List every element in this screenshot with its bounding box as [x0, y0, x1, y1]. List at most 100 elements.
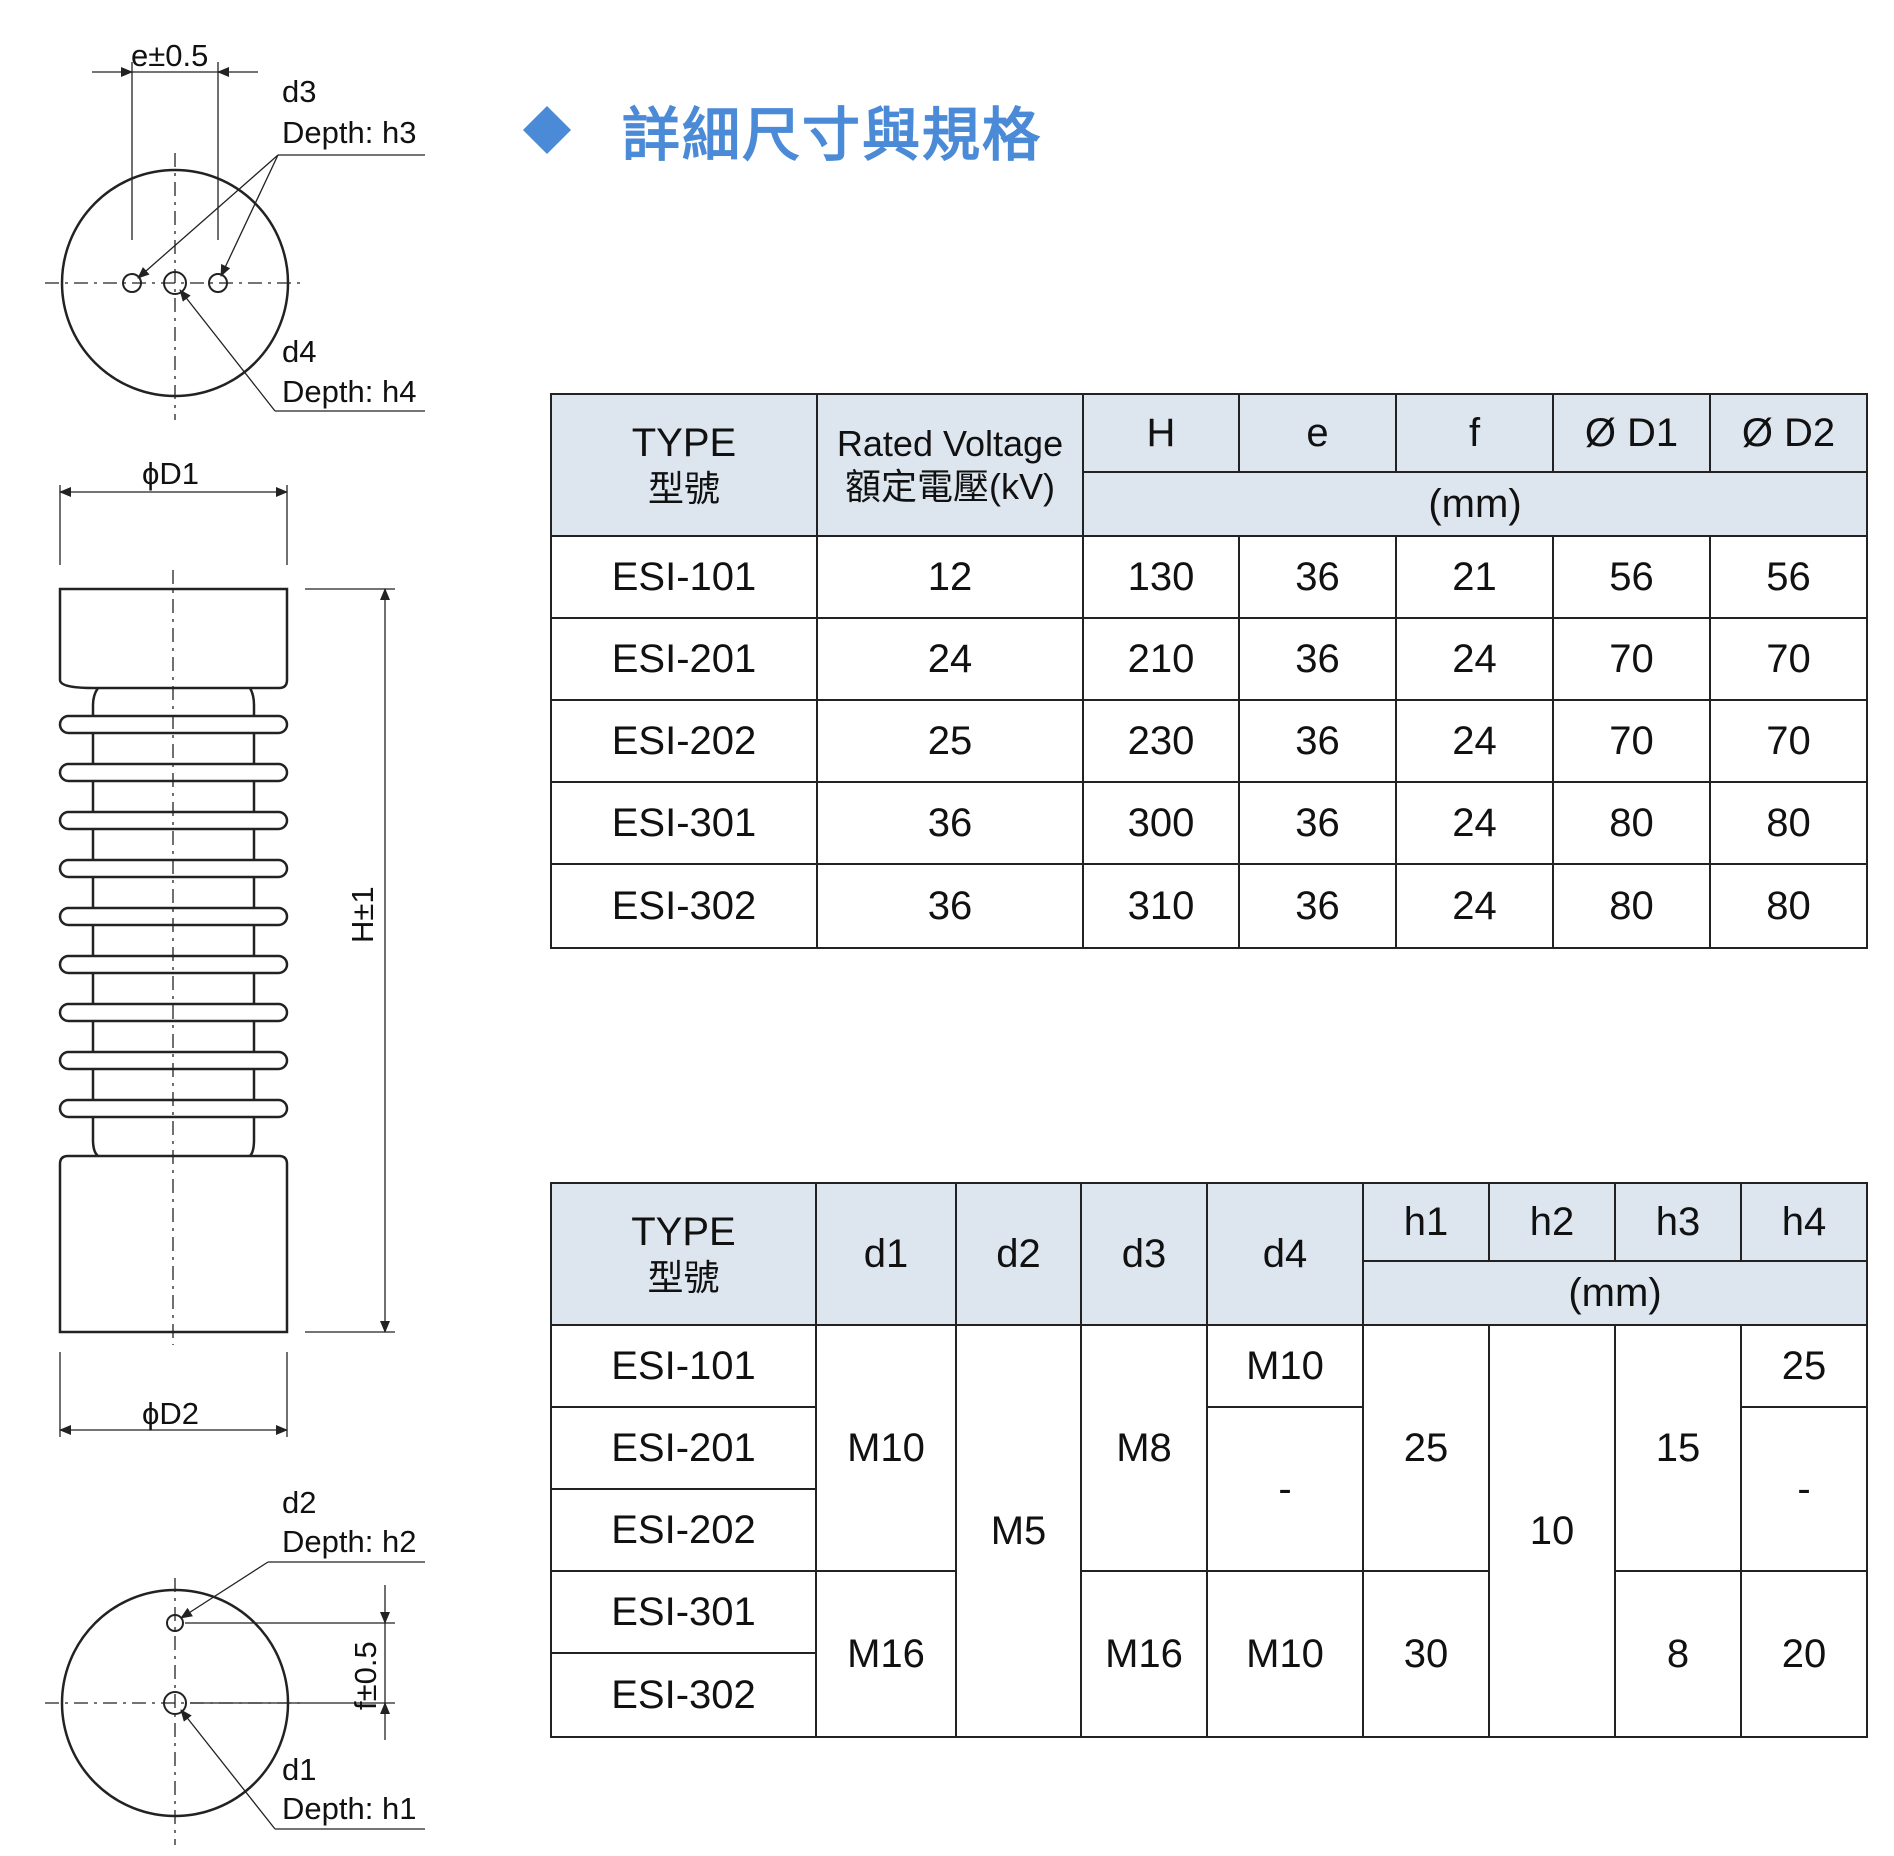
depth-h2-label: Depth: h2 — [282, 1524, 417, 1559]
d3-cell: M8 — [1080, 1324, 1208, 1572]
f-cell: 24 — [1395, 699, 1554, 783]
type-cell: ESI-302 — [550, 1652, 817, 1738]
type-cell: ESI-202 — [550, 699, 818, 783]
depth-h3-label: Depth: h3 — [282, 115, 417, 150]
d1-hole — [163, 1691, 187, 1715]
type-cell: ESI-201 — [550, 1406, 817, 1490]
d1-diameter-cell: 70 — [1552, 699, 1711, 783]
d4-cell: - — [1206, 1406, 1364, 1572]
type-cell: ESI-301 — [550, 781, 818, 865]
d3-hole-left — [122, 273, 142, 293]
h-header: H — [1082, 393, 1240, 473]
d4-hole-center — [163, 271, 187, 295]
d1-cell: M16 — [815, 1570, 957, 1738]
type-cell: ESI-201 — [550, 617, 818, 701]
e-cell: 36 — [1238, 863, 1397, 949]
type-cell: ESI-101 — [550, 535, 818, 619]
d4-label: d4 — [282, 334, 317, 369]
insulator-drawing — [45, 62, 425, 1845]
e-tolerance-label: e±0.5 — [131, 38, 209, 73]
top-cap — [58, 587, 289, 690]
h1-cell: 25 — [1362, 1324, 1490, 1572]
d2-header: Ø D2 — [1709, 393, 1868, 473]
rated-voltage-cell: 12 — [816, 535, 1084, 619]
type-cell: ESI-301 — [550, 1570, 817, 1654]
type-cell: ESI-302 — [550, 863, 818, 949]
d4-cell: M10 — [1206, 1570, 1364, 1738]
h-cell: 130 — [1082, 535, 1240, 619]
d2-diameter-cell: 80 — [1709, 781, 1868, 865]
d1-header: Ø D1 — [1552, 393, 1711, 473]
d2-diameter-cell: 80 — [1709, 863, 1868, 949]
h4-cell: - — [1740, 1406, 1868, 1572]
h4-cell: 25 — [1740, 1324, 1868, 1408]
d2-diameter-cell: 70 — [1709, 617, 1868, 701]
e-cell: 36 — [1238, 699, 1397, 783]
rated-voltage-cell: 36 — [816, 863, 1084, 949]
d4-cell: M10 — [1206, 1324, 1364, 1408]
d2-label: d2 — [282, 1485, 317, 1520]
h-cell: 300 — [1082, 781, 1240, 865]
h-cell: 210 — [1082, 617, 1240, 701]
d3-hole-right — [208, 273, 228, 293]
e-header: e — [1238, 393, 1397, 473]
d1-diameter-cell: 80 — [1552, 781, 1711, 865]
e-cell: 36 — [1238, 781, 1397, 865]
d2-diameter-label: ϕD2 — [142, 1396, 199, 1431]
f-cell: 24 — [1395, 617, 1554, 701]
depth-h4-label: Depth: h4 — [282, 374, 417, 409]
h2-cell: 10 — [1488, 1324, 1616, 1738]
h4-cell: 20 — [1740, 1570, 1868, 1738]
e-cell: 36 — [1238, 535, 1397, 619]
d3-header: d3 — [1080, 1182, 1208, 1326]
d1-header: d1 — [815, 1182, 957, 1326]
f-tolerance-label: f±0.5 — [348, 1641, 383, 1710]
depth-h1-label: Depth: h1 — [282, 1791, 417, 1826]
h3-header: h3 — [1614, 1182, 1742, 1262]
unit-header: (mm) — [1362, 1260, 1868, 1326]
d2-diameter-cell: 56 — [1709, 535, 1868, 619]
d1-label: d1 — [282, 1752, 317, 1787]
f-cell: 24 — [1395, 781, 1554, 865]
f-cell: 24 — [1395, 863, 1554, 949]
h3-cell: 8 — [1614, 1570, 1742, 1738]
section-heading: 詳細尺寸與規格 — [522, 88, 1043, 172]
d1-cell: M10 — [815, 1324, 957, 1572]
unit-header: (mm) — [1082, 471, 1868, 537]
rated-voltage-cell: 25 — [816, 699, 1084, 783]
d1-diameter-cell: 80 — [1552, 863, 1711, 949]
h2-header: h2 — [1488, 1182, 1616, 1262]
rated-voltage-cell: 36 — [816, 781, 1084, 865]
type-cell: ESI-202 — [550, 1488, 817, 1572]
h1-header: h1 — [1362, 1182, 1490, 1262]
d1-diameter-cell: 56 — [1552, 535, 1711, 619]
h-tolerance-label: H±1 — [345, 886, 380, 943]
h-cell: 230 — [1082, 699, 1240, 783]
d1-diameter-cell: 70 — [1552, 617, 1711, 701]
f-header: f — [1395, 393, 1554, 473]
d2-header: d2 — [955, 1182, 1082, 1326]
h-cell: 310 — [1082, 863, 1240, 949]
d2-cell: M5 — [955, 1324, 1082, 1738]
rated-voltage-cell: 24 — [816, 617, 1084, 701]
e-cell: 36 — [1238, 617, 1397, 701]
d1-diameter-label: ϕD1 — [142, 456, 199, 491]
h3-cell: 15 — [1614, 1324, 1742, 1572]
h4-header: h4 — [1740, 1182, 1868, 1262]
d3-cell: M16 — [1080, 1570, 1208, 1738]
d2-diameter-cell: 70 — [1709, 699, 1868, 783]
section-title: 詳細尺寸與規格 — [622, 101, 1043, 169]
h1-cell: 30 — [1362, 1570, 1490, 1738]
f-cell: 21 — [1395, 535, 1554, 619]
d4-header: d4 — [1206, 1182, 1364, 1326]
d2-hole — [166, 1614, 184, 1632]
